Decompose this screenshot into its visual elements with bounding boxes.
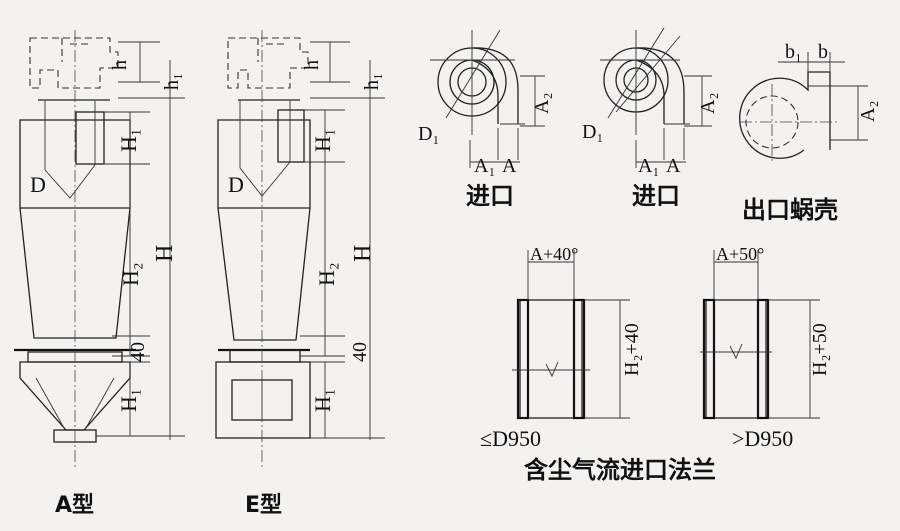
inlet-2-view: D₁ A₁ A A₂ 进口 [582,27,719,210]
inlet-1-caption: 进口 [466,182,514,210]
type-e-gap-label: 40 [349,342,371,362]
type-e-H-label: H [350,245,376,262]
flange-left-top-dim: A+40° [530,244,578,264]
inlet-2-A1-label: A₁ [638,155,659,177]
outlet-A2-label: A₂ [857,101,879,122]
flange-right-top-dim: A+50° [716,244,764,264]
outlet-b1-label: b₁ [785,41,802,63]
flange-left-view: A+40° H₂+40 ≤D950 [480,244,643,451]
inlet-2-D1-label: D₁ [582,121,603,143]
type-e-H2-label: H₂ [314,262,339,286]
type-e-D-label: D [228,172,244,197]
outlet-volute-caption: 出口蜗壳 [742,196,838,224]
flange-left-condition: ≤D950 [480,426,541,451]
type-a-caption: A型 [55,493,94,518]
type-a-H1-top-label: H₁ [116,128,141,152]
type-a-h1-label: h₁ [161,73,183,90]
inlet-1-D1-label: D₁ [418,123,439,145]
type-e-caption: E型 [245,493,282,518]
flange-right-side-dim: H₂+50 [809,323,831,376]
type-e-H1-top-label: H₁ [310,128,335,152]
type-a-view: h h₁ H₁ D H₂ H 40 H₁ A型 [14,30,185,518]
type-a-H1-bottom-label: H₁ [116,388,141,412]
type-a-D-label: D [30,172,46,197]
flange-caption: 含尘气流进口法兰 [524,456,716,484]
inlet-1-A2-label: A₂ [531,93,553,114]
inlet-1-A-label: A [502,155,517,177]
inlet-1-view: D₁ A₁ A A₂ 进口 [418,29,553,210]
type-a-H-label: H [152,245,178,262]
type-e-view: h h₁ H₁ D H₂ H 40 H₁ E型 [215,30,385,518]
outlet-volute-view: b₁ b A₂ 出口蜗壳 [739,41,879,224]
inlet-2-A2-label: A₂ [697,93,719,114]
inlet-2-caption: 进口 [632,182,680,210]
type-e-H1-bottom-label: H₁ [310,388,335,412]
inlet-2-A-label: A [666,155,681,177]
type-a-h-label: h [109,60,131,70]
flange-right-condition: >D950 [732,426,793,451]
type-a-gap-label: 40 [127,342,149,362]
flange-right-view: A+50° H₂+50 >D950 [700,244,831,451]
type-e-h1-label: h₁ [361,73,383,90]
inlet-1-A1-label: A₁ [474,155,495,177]
flange-left-side-dim: H₂+40 [621,323,643,376]
outlet-b-label: b [818,41,828,63]
type-a-H2-label: H₂ [118,262,143,286]
type-e-h-label: h [301,60,323,70]
